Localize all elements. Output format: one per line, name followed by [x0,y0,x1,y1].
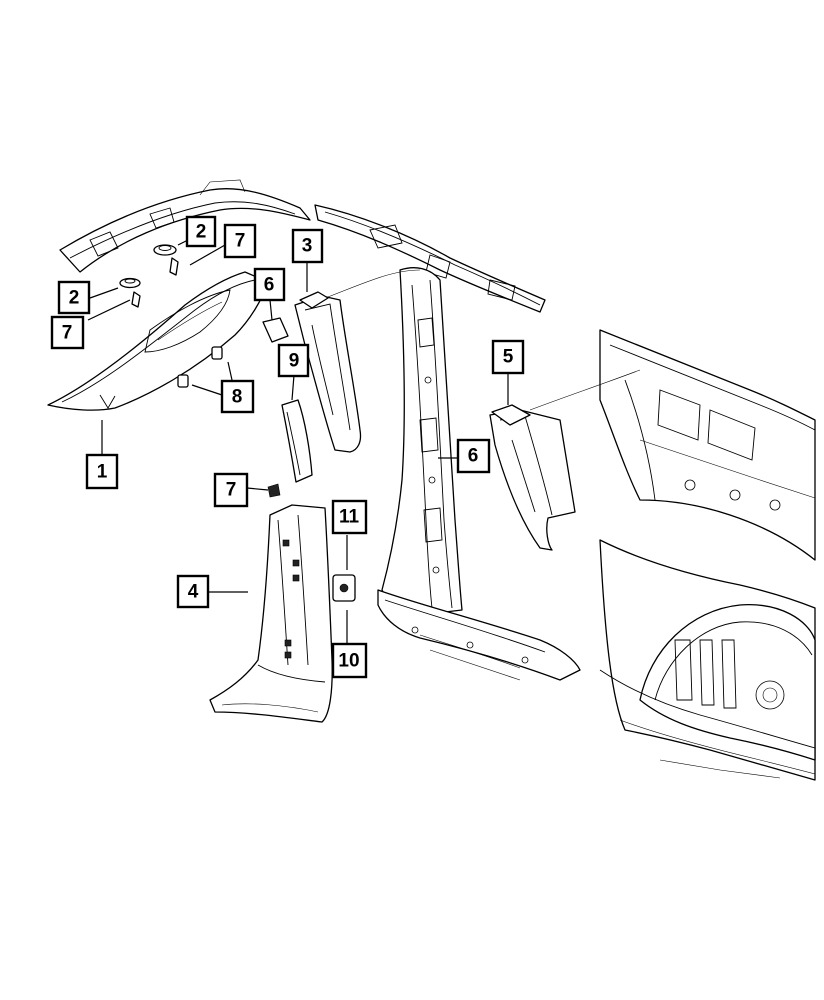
callout-label: 7 [226,480,237,501]
callout-label: 7 [235,231,246,252]
fasteners [119,244,281,498]
callout-5: 5 [491,339,525,375]
callout-2-upper: 2 [185,215,217,248]
trim-cover-small [262,317,289,343]
callout-1: 1 [85,453,119,490]
callout-label: 2 [69,288,80,309]
callout-label: 6 [264,275,275,296]
callout-label: 2 [196,222,207,243]
callout-label: 3 [302,236,313,257]
callout-6-left: 6 [253,267,286,302]
callout-7-left: 7 [50,315,85,350]
callout-label: 10 [338,651,359,672]
callout-label: 6 [468,446,479,467]
callout-7-mid: 7 [213,472,249,508]
leader-lines [87,239,509,645]
callouts: 1 2 2 3 4 5 6 6 [50,215,525,679]
callout-label: 11 [339,507,360,528]
upper-b-pillar-trim [294,291,362,453]
small-bezel [332,574,356,602]
callout-8: 8 [220,379,255,414]
callout-6-right: 6 [456,438,491,474]
callout-label: 5 [503,347,514,368]
callout-9: 9 [277,343,310,378]
lower-b-pillar-trim [209,504,333,723]
vehicle-body-structure [59,179,816,781]
callout-label: 7 [62,323,73,344]
callout-10: 10 [331,642,368,679]
callout-label: 8 [232,387,243,408]
callout-2-left: 2 [57,280,91,315]
callout-3: 3 [291,228,324,264]
c-pillar-trim [489,404,576,551]
callout-7-upper: 7 [223,223,257,259]
callout-4: 4 [176,574,210,609]
callout-label: 9 [289,351,300,372]
callout-11: 11 [331,499,368,535]
callout-label: 1 [97,462,108,483]
grab-handle-bezel [281,399,313,483]
callout-label: 4 [188,582,199,603]
